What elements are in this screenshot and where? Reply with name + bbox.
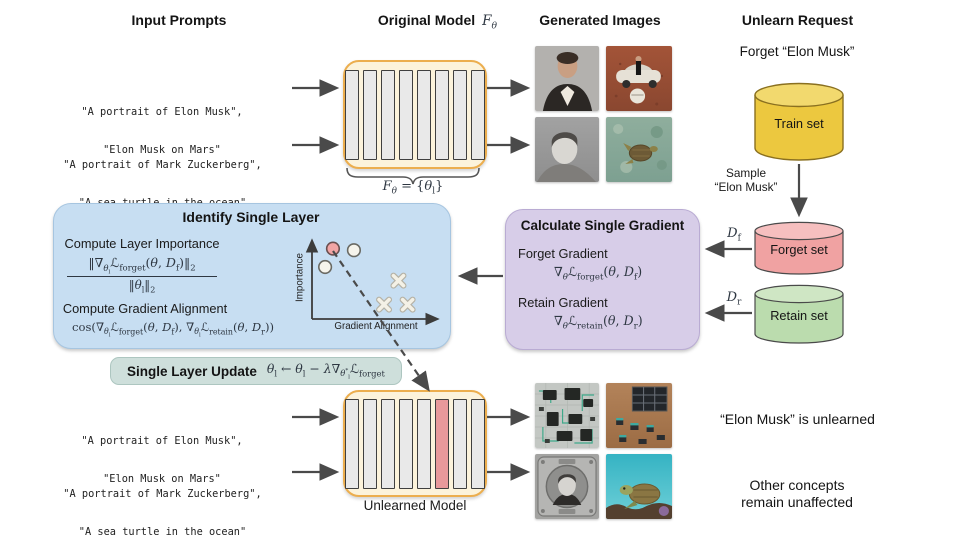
importance-denominator: ‖θl‖2: [128, 278, 156, 295]
selected-layer-point: [325, 241, 341, 256]
retain-dataset-symbol: Dr: [726, 290, 742, 308]
generated-images-header: Generated Images: [539, 12, 661, 28]
unaffected-line1: Other concepts: [749, 477, 845, 493]
single-layer-update-box: Single Layer Update θl ← θl − λ∇θ*lℒforg…: [110, 357, 402, 385]
layer-importance-label: Compute Layer Importance: [64, 236, 220, 251]
unlearned-result-text: “Elon Musk” is unlearned: [720, 411, 875, 427]
train-set-label: Train set: [774, 116, 824, 131]
layer-bar: [381, 69, 395, 160]
layer-bar: [453, 69, 467, 160]
model-parameters-label: Fθ = {θl}: [382, 179, 444, 197]
image-zuckerberg-engraved-plaque: [535, 454, 599, 519]
input-prompts-header: Input Prompts: [131, 12, 227, 28]
unlearn-request-header: Unlearn Request: [741, 12, 854, 28]
layer-bar: [435, 69, 449, 160]
importance-numerator: ‖∇θlℒforget(θ, Df)‖2: [67, 255, 217, 278]
prompt-group-elon: "A portrait of Elon Musk", "Elon Musk on…: [57, 80, 267, 182]
sample-label: Sample “Elon Musk”: [698, 166, 794, 194]
image-elon-musk-portrait: [535, 46, 599, 111]
unlearned-model-box: [343, 390, 487, 497]
layer-bar: [399, 69, 413, 160]
prompt-line: "A portrait of Elon Musk",: [81, 434, 243, 447]
original-model-header: Original Model Fθ: [340, 12, 535, 32]
forget-gradient-label: Forget Gradient: [518, 246, 608, 261]
original-model-label: Original Model: [377, 12, 476, 28]
original-model-box: [343, 60, 487, 169]
image-circuit-board: [535, 383, 599, 448]
retain-gradient-label: Retain Gradient: [518, 294, 608, 310]
prompt-line: "A sea turtle in the ocean": [78, 525, 247, 538]
prompt-group-zuckerberg-bottom: "A portrait of Mark Zuckerberg", "A sea …: [45, 462, 280, 540]
layer-bar: [345, 69, 359, 160]
forget-dataset-symbol: Df: [727, 226, 741, 244]
forget-set-cylinder: Forget set: [753, 221, 845, 277]
retain-set-label: Retain set: [770, 308, 828, 323]
layer-bar: [417, 69, 431, 160]
generated-images-top-grid: [535, 46, 672, 182]
forget-gradient-formula: ∇θℒforget(θ, Df): [554, 264, 643, 283]
layer-bar: [363, 398, 377, 489]
update-box-title: Single Layer Update: [127, 363, 257, 379]
scatter-ylabel: Importance: [294, 253, 306, 303]
high-importance-layers-point: [317, 259, 333, 275]
high-importance-layers-point: [346, 243, 362, 258]
layer-selection-scatter-chart: [305, 238, 440, 326]
train-set-cylinder: Train set: [753, 82, 845, 164]
sample-line2: “Elon Musk”: [714, 180, 778, 194]
unlearned-model-label: Unlearned Model: [363, 498, 467, 513]
image-mars-solar-panels: [606, 383, 672, 448]
layer-bar: [471, 69, 485, 160]
unaffected-line2: remain unaffected: [741, 494, 853, 510]
layer-importance-formula: ‖∇θlℒforget(θ, Df)‖2 ‖θl‖2: [67, 255, 217, 295]
retain-gradient-formula: ∇θℒretain(θ, Dr): [554, 312, 643, 332]
prompt-line: "Elon Musk on Mars": [103, 472, 221, 485]
prompt-line: "A portrait of Mark Zuckerberg",: [63, 158, 262, 171]
layer-bar: [363, 69, 377, 160]
layer-bar: [417, 398, 431, 489]
forget-set-label: Forget set: [770, 242, 828, 257]
f-theta-symbol: Fθ: [482, 13, 498, 32]
prompt-line: "Elon Musk on Mars": [103, 143, 221, 156]
gradient-alignment-label: Compute Gradient Alignment: [62, 301, 228, 316]
gradient-alignment-formula: cos(∇θlℒforget(θ, Df), ∇θlℒretain(θ, Dr)…: [72, 320, 274, 339]
image-mark-zuckerberg-portrait: [535, 117, 599, 182]
layer-bar: [471, 398, 485, 489]
calculate-single-gradient-box: Calculate Single Gradient Forget Gradien…: [505, 209, 700, 350]
prompt-line: "A portrait of Elon Musk",: [81, 105, 243, 118]
layer-bar: [453, 398, 467, 489]
layer-bar: [345, 398, 359, 489]
layer-bar: [381, 398, 395, 489]
gradient-box-title: Calculate Single Gradient: [520, 218, 685, 233]
image-sea-turtle-closeup: [606, 454, 672, 519]
image-elon-musk-on-mars: [606, 46, 672, 111]
unaffected-result-text: Other concepts remain unaffected: [712, 477, 882, 511]
identify-box-title: Identify Single Layer: [182, 209, 320, 225]
sample-line1: Sample: [726, 166, 766, 180]
layer-bar: [399, 398, 413, 489]
update-rule-formula: θl ← θl − λ∇θ*lℒforget: [266, 360, 385, 382]
retain-set-cylinder: Retain set: [753, 284, 845, 346]
prompt-group-elon-bottom: "A portrait of Elon Musk", "Elon Musk on…: [57, 409, 267, 511]
selected-layer-bar: [435, 398, 449, 489]
generated-images-bottom-grid: [535, 383, 672, 519]
prompt-line: "A portrait of Mark Zuckerberg",: [63, 487, 262, 500]
forget-request-label: Forget “Elon Musk”: [739, 44, 855, 59]
scatter-xlabel: Gradient Alignment: [334, 321, 418, 332]
image-sea-turtle-ocean: [606, 117, 672, 182]
